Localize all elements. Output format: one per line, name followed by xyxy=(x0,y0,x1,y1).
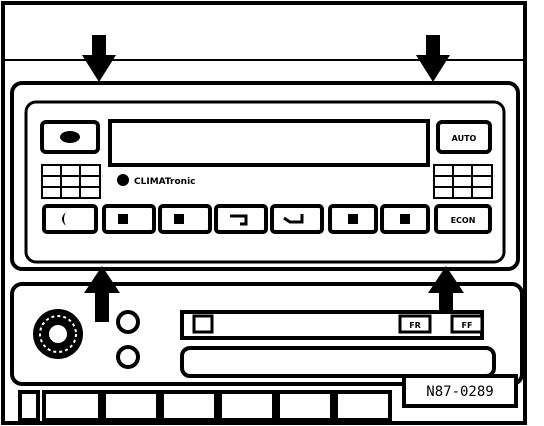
forward-button-label: FF xyxy=(462,321,473,330)
airflow-upper-icon xyxy=(230,214,248,226)
bottom-button-1[interactable] xyxy=(42,204,98,234)
preset-button-row xyxy=(18,390,392,422)
forward-button[interactable] xyxy=(450,314,484,334)
brand-logo-icon xyxy=(117,174,129,186)
auto-button-label: AUTO xyxy=(452,134,477,143)
display-window xyxy=(108,119,430,167)
climate-control-unit: AUTO CLIMATronic xyxy=(10,81,520,271)
fan-high-icon xyxy=(174,214,184,224)
volume-knob[interactable] xyxy=(33,309,83,359)
econ-button-label: ECON xyxy=(451,216,476,225)
mode-icon-b xyxy=(400,214,410,224)
radio-unit: FR FF xyxy=(10,282,524,386)
arrow-bottom-left xyxy=(84,266,120,322)
preset-button-5[interactable] xyxy=(218,390,276,422)
figure-id: N87-0289 xyxy=(426,384,493,400)
radio-bezel xyxy=(10,282,524,386)
figure-id-box xyxy=(402,374,518,408)
outer-frame xyxy=(1,1,527,425)
moon-icon xyxy=(62,212,66,226)
bottom-button-2[interactable] xyxy=(102,204,156,234)
defrost-icon xyxy=(60,131,80,143)
econ-button[interactable] xyxy=(434,204,492,234)
brand-label: CLIMATronic xyxy=(134,177,196,187)
tape-slot xyxy=(180,310,484,340)
fan-low-icon xyxy=(118,214,128,224)
preset-button-7[interactable] xyxy=(334,390,392,422)
preset-button-3[interactable] xyxy=(102,390,160,422)
airflow-lower-icon xyxy=(283,214,304,224)
preset-button-6[interactable] xyxy=(276,390,334,422)
rewind-button[interactable] xyxy=(398,314,432,334)
preset-button-2[interactable] xyxy=(42,390,102,422)
bottom-button-3[interactable] xyxy=(158,204,212,234)
mode-icon-a xyxy=(348,214,358,224)
bottom-button-row: ECON xyxy=(42,204,492,234)
small-knob-top[interactable] xyxy=(116,310,140,334)
bottom-button-4[interactable] xyxy=(214,204,268,234)
small-knob-bottom[interactable] xyxy=(116,345,140,369)
right-grille xyxy=(433,164,493,199)
arrow-top-left xyxy=(82,35,116,82)
auto-button[interactable] xyxy=(436,120,492,154)
arrow-top-right xyxy=(416,35,450,82)
preset-button-4[interactable] xyxy=(160,390,218,422)
preset-button-1[interactable] xyxy=(18,390,40,422)
bottom-button-5[interactable] xyxy=(270,204,324,234)
radio-display xyxy=(180,346,496,378)
left-grille xyxy=(41,164,101,199)
rewind-button-label: FR xyxy=(409,321,421,330)
eject-button[interactable] xyxy=(192,314,214,334)
